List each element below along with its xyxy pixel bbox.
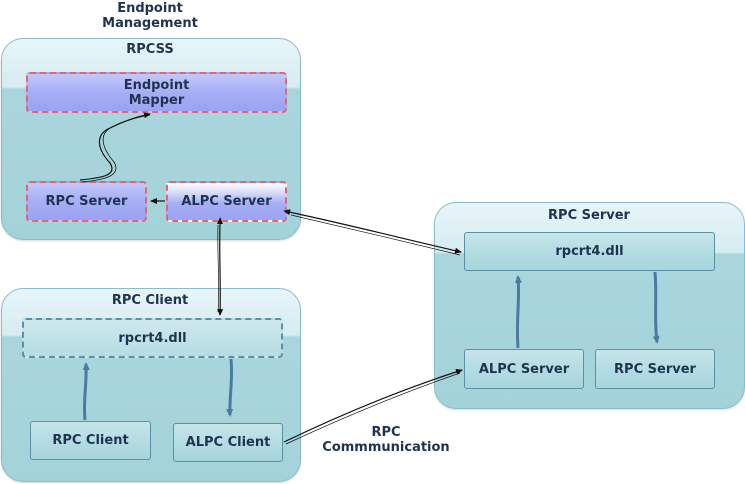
server-alpc-up-arrow bbox=[515, 275, 523, 349]
rpc-server-container-label: RPC Server bbox=[548, 208, 630, 223]
rpc-client-box: RPC Client bbox=[30, 421, 151, 460]
diagram-title: Endpoint Management bbox=[102, 1, 198, 31]
client-rpcrt4-box: rpcrt4.dll bbox=[22, 318, 283, 358]
rpcss-rpc-server-box: RPC Server bbox=[26, 181, 147, 222]
server-rpc-server-box: RPC Server bbox=[595, 349, 715, 389]
rpcss-alpc-server-box: ALPC Server bbox=[166, 181, 287, 222]
endpoint-mapper-label: Endpoint Mapper bbox=[123, 77, 190, 108]
server-alpc-server-box: ALPC Server bbox=[464, 349, 584, 389]
server-rpcrt4-label: rpcrt4.dll bbox=[555, 244, 624, 259]
rpc-communication-arrow-b bbox=[285, 372, 461, 445]
client-rpcrt4-label: rpcrt4.dll bbox=[118, 330, 187, 346]
client-alpc-down-arrow bbox=[226, 358, 234, 417]
rpc-client-box-label: RPC Client bbox=[52, 433, 129, 448]
rpcss-rpc-server-label: RPC Server bbox=[45, 194, 128, 209]
alpc-client-box: ALPC Client bbox=[173, 423, 283, 462]
rpcss-to-client-double-arrow-b bbox=[217, 224, 220, 313]
rpc-client-container-label: RPC Client bbox=[111, 293, 189, 308]
rpcss-to-server-double-arrow bbox=[283, 209, 462, 254]
rpcss-alpc-server-label: ALPC Server bbox=[181, 194, 272, 209]
rpcss-loop-connector-b bbox=[81, 114, 151, 183]
alpc-client-label: ALPC Client bbox=[185, 435, 271, 450]
rpcss-to-server-double-arrow-b bbox=[290, 214, 461, 256]
rpcss-label: RPCSS bbox=[126, 42, 174, 57]
server-rpc-down-arrow bbox=[652, 271, 660, 344]
server-alpc-server-label: ALPC Server bbox=[478, 361, 570, 377]
server-rpc-server-label: RPC Server bbox=[614, 361, 696, 377]
server-rpcrt4-box: rpcrt4.dll bbox=[464, 232, 715, 271]
endpoint-mapper-box: Endpoint Mapper bbox=[26, 72, 287, 113]
rpcss-loop-connector bbox=[79, 112, 151, 181]
rpc-communication-arrow bbox=[283, 368, 463, 443]
rpc-communication-label: RPC Commmunication bbox=[322, 425, 450, 455]
client-rpc-up-arrow bbox=[82, 362, 90, 421]
rpcss-to-client-double-arrow bbox=[216, 217, 224, 316]
